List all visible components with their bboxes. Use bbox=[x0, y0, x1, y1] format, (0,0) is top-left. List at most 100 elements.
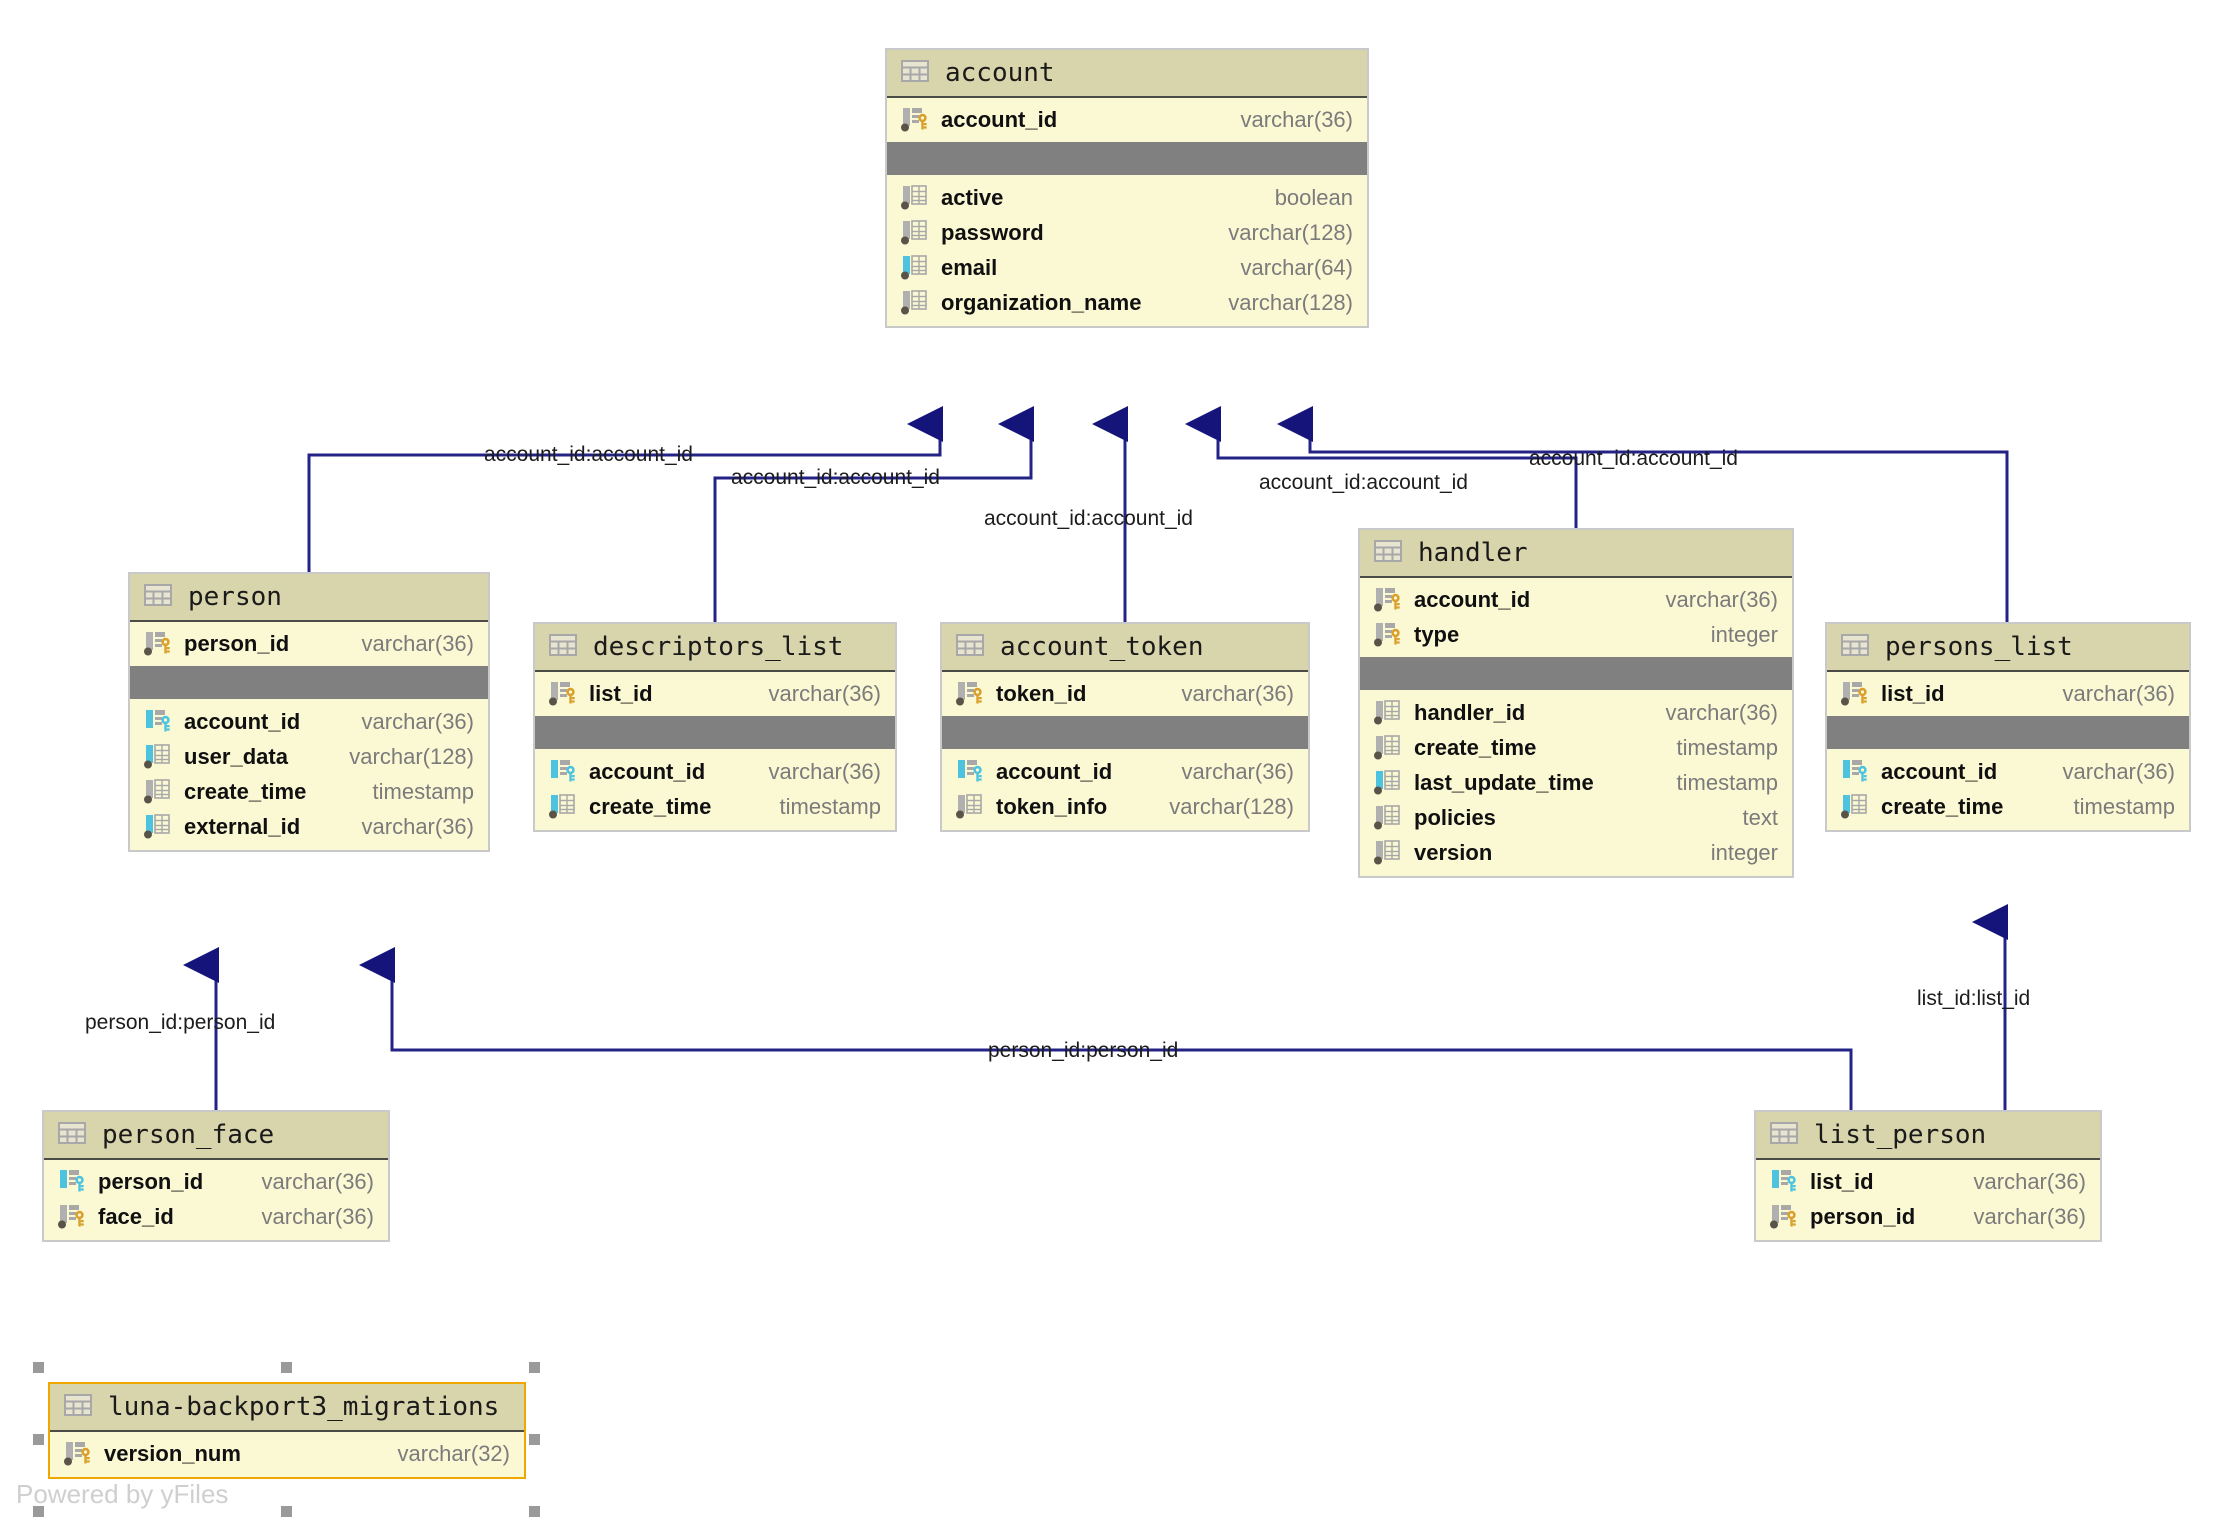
column-type: varchar(36) bbox=[2062, 758, 2175, 784]
column-name: external_id bbox=[184, 813, 301, 839]
resize-handle[interactable] bbox=[529, 1434, 540, 1445]
table-title: luna-backport3_migrations bbox=[108, 1392, 500, 1422]
column-type: integer bbox=[1710, 839, 1778, 865]
column-type: varchar(36) bbox=[1665, 699, 1778, 725]
table-icon bbox=[64, 1394, 94, 1420]
column-type: varchar(36) bbox=[1973, 1203, 2086, 1229]
table-header-account[interactable]: account bbox=[887, 50, 1367, 98]
column-icon bbox=[1374, 804, 1404, 831]
fk-key-icon bbox=[144, 709, 174, 735]
resize-handle[interactable] bbox=[529, 1362, 540, 1373]
resize-handle[interactable] bbox=[33, 1362, 44, 1373]
table-header-descriptors_list[interactable]: descriptors_list bbox=[535, 624, 895, 672]
table-header-person[interactable]: person bbox=[130, 574, 488, 622]
resize-handle[interactable] bbox=[529, 1506, 540, 1517]
resize-handle[interactable] bbox=[281, 1506, 292, 1517]
resize-handle[interactable] bbox=[33, 1506, 44, 1517]
resize-handle[interactable] bbox=[33, 1434, 44, 1445]
pk-key-icon bbox=[1770, 1204, 1800, 1230]
table-header-luna-backport3_migrations[interactable]: luna-backport3_migrations bbox=[50, 1384, 524, 1432]
table-header-handler[interactable]: handler bbox=[1360, 530, 1792, 578]
table-header-persons_list[interactable]: persons_list bbox=[1827, 624, 2189, 672]
column-type: varchar(32) bbox=[397, 1440, 510, 1466]
column-name: person_id bbox=[184, 630, 290, 656]
column-name: list_id bbox=[1881, 680, 1945, 706]
column-type: varchar(36) bbox=[1973, 1168, 2086, 1194]
edge-list_person-person bbox=[359, 947, 1853, 1110]
table-title: handler bbox=[1418, 538, 1528, 568]
column-name: person_id bbox=[98, 1168, 204, 1194]
column-name: last_update_time bbox=[1414, 769, 1594, 795]
column-type: timestamp bbox=[2073, 793, 2175, 819]
table-node-luna-backport3_migrations[interactable]: luna-backport3_migrations version_num varc… bbox=[48, 1382, 526, 1479]
column-type: varchar(64) bbox=[1240, 254, 1353, 280]
column-name: account_id bbox=[1414, 586, 1531, 612]
edge-label-list_person-persons_list: list_id:list_id bbox=[1917, 987, 2031, 1010]
column-separator bbox=[535, 716, 895, 749]
table-header-person_face[interactable]: person_face bbox=[44, 1112, 388, 1160]
column-icon bbox=[1374, 699, 1404, 726]
yfiles-watermark: Powered by yFiles bbox=[16, 1479, 229, 1509]
table-row[interactable]: account_id varchar(36) bbox=[1360, 582, 1792, 617]
column-name: email bbox=[941, 254, 998, 280]
pk-key-icon bbox=[144, 631, 174, 657]
edge-handler-account bbox=[1185, 406, 1578, 528]
pk-key-icon bbox=[901, 107, 931, 133]
resize-handle[interactable] bbox=[281, 1362, 292, 1373]
column-type: varchar(36) bbox=[1240, 106, 1353, 132]
table-row[interactable]: version integer bbox=[1360, 835, 1792, 870]
column-name: create_time bbox=[589, 793, 712, 819]
table-header-list_person[interactable]: list_person bbox=[1756, 1112, 2100, 1160]
table-title: person_face bbox=[102, 1120, 275, 1150]
table-row[interactable]: version_num varchar(32) bbox=[50, 1436, 524, 1471]
table-title: descriptors_list bbox=[593, 632, 844, 662]
column-name: face_id bbox=[98, 1203, 174, 1229]
column-cyan-icon bbox=[144, 743, 174, 770]
table-header-account_token[interactable]: account_token bbox=[942, 624, 1308, 672]
table-row[interactable]: email varchar(64) bbox=[887, 250, 1367, 285]
column-name: version bbox=[1414, 839, 1493, 865]
table-icon bbox=[1770, 1122, 1800, 1148]
column-name: version_num bbox=[104, 1440, 241, 1466]
column-type: varchar(128) bbox=[349, 743, 474, 769]
column-type: varchar(36) bbox=[1665, 586, 1778, 612]
